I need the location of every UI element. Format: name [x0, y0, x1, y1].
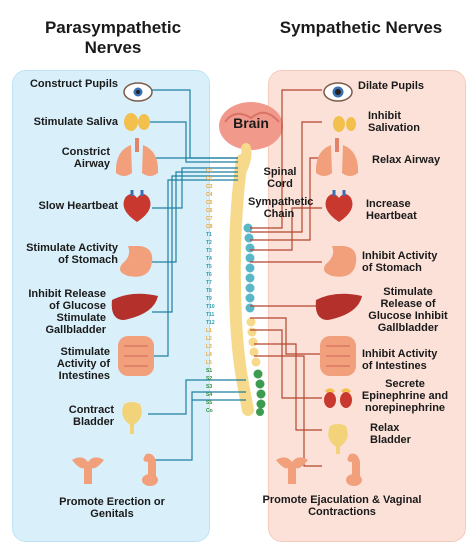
vertebra-label-t6: T6	[206, 272, 212, 278]
symp-label-stomach: Inhibit Activity of Stomach	[362, 250, 438, 274]
vertebra-label-l4: L4	[206, 352, 212, 358]
parasympathetic-lines	[148, 89, 246, 461]
para-label-saliva: Stimulate Saliva	[33, 116, 118, 128]
vertebra-label-s3: S3	[206, 384, 212, 390]
symp-label-epinephrine: Secrete Epinephrine and norepinephrine	[361, 378, 449, 414]
heart-icon	[123, 190, 151, 222]
intestines-icon	[320, 336, 356, 376]
eye-icon	[123, 82, 153, 102]
vertebra-label-s2: S2	[206, 376, 212, 382]
vertebra-label-s4: S4	[206, 392, 212, 398]
vertebra-label-c8: C8	[206, 224, 213, 230]
symp-label-airway: Relax Airway	[372, 154, 441, 166]
vertebra-label-c4: C4	[206, 192, 213, 198]
symp-label-pupils: Dilate Pupils	[358, 80, 425, 92]
saliva-glands-icon	[124, 113, 150, 131]
parasympathetic-title: Parasympathetic Nerves	[44, 18, 182, 57]
vertebra-label-t3: T3	[206, 248, 212, 254]
para-label-genitals: Promote Erection or Genitals	[59, 496, 165, 520]
para-label-stomach: Stimulate Activity of Stomach	[26, 242, 118, 266]
vertebra-label-c7: C7	[206, 216, 213, 222]
para-label-intestines: Stimulate Activity of Intestines	[56, 346, 110, 382]
vertebra-label-l5: L5	[206, 360, 212, 366]
symp-label-salivation: Inhibit Salivation	[368, 110, 420, 134]
stomach-icon	[324, 246, 357, 277]
vertebra-label-t11: T11	[206, 312, 215, 318]
symp-label-glucose: Stimulate Release of Glucose Inhibit Gal…	[368, 286, 448, 334]
stomach-icon	[120, 246, 153, 277]
female-reproductive-icon	[276, 457, 308, 484]
sympathetic-title: Sympathetic Nerves	[279, 18, 443, 37]
bladder-icon	[328, 424, 348, 454]
spinal-cord	[228, 154, 254, 416]
lungs-icon	[115, 138, 159, 176]
saliva-glands-icon	[333, 116, 356, 132]
vertebra-label-t8: T8	[206, 288, 212, 294]
vertebra-label-c5: C5	[206, 200, 213, 206]
vertebra-label-t4: T4	[206, 256, 212, 262]
symp-label-intestines: Inhibit Activity of Intestines	[362, 348, 438, 372]
brain-label: Brain	[233, 115, 269, 131]
lungs-icon	[315, 138, 359, 176]
vertebra-label-c1: C1	[206, 168, 213, 174]
parasympathetic-panel	[12, 70, 210, 542]
para-label-bladder: Contract Bladder	[68, 404, 114, 428]
eye-icon	[323, 82, 353, 102]
symp-label-bladder: Relax Bladder	[370, 422, 411, 446]
sacral-chain	[253, 369, 266, 416]
female-reproductive-icon	[72, 457, 104, 484]
vertebra-label-s1: S1	[206, 368, 212, 374]
vertebra-labels: C1C2C3C4C5C6C7C8T1T2T3T4T5T6T7T8T9T10T11…	[206, 168, 215, 414]
liver-icon	[315, 293, 362, 320]
vertebra-label-t2: T2	[206, 240, 212, 246]
vertebra-label-s5: S5	[206, 400, 212, 406]
symp-label-heartbeat: Increase Heartbeat	[366, 198, 417, 222]
lower-chain	[246, 317, 261, 367]
vertebra-label-c2: C2	[206, 176, 213, 182]
male-reproductive-icon	[346, 453, 362, 486]
vertebra-label-t5: T5	[206, 264, 212, 270]
sympathetic-chain	[243, 223, 255, 313]
intestines-icon	[118, 336, 154, 376]
vertebra-label-l3: L3	[206, 344, 212, 350]
vertebra-label-t1: T1	[206, 232, 212, 238]
vertebra-label-t7: T7	[206, 280, 212, 286]
sympathetic-chain-label: Sympathetic Chain	[248, 196, 314, 220]
sympathetic-lines	[250, 89, 322, 467]
symp-label-reproductive: Promote Ejaculation & Vaginal Contractio…	[262, 494, 422, 518]
para-label-pupils: Construct Pupils	[29, 78, 118, 90]
adrenal-glands-icon	[324, 388, 352, 408]
vertebra-label-t10: T10	[206, 304, 215, 310]
spinal-cord-label: Spinal Cord	[263, 166, 297, 190]
heart-icon	[325, 190, 353, 222]
vertebra-label-co: Co	[206, 408, 213, 414]
para-label-airway: Constrict Airway	[61, 146, 110, 170]
para-label-heartbeat: Slow Heartbeat	[38, 200, 118, 212]
vertebra-label-t9: T9	[206, 296, 212, 302]
bladder-icon	[122, 402, 142, 434]
vertebra-label-c6: C6	[206, 208, 213, 214]
vertebra-label-c3: C3	[206, 184, 213, 190]
vertebra-label-t12: T12	[206, 320, 215, 326]
vertebra-label-l2: L2	[206, 336, 212, 342]
male-reproductive-icon	[142, 453, 158, 486]
vertebra-label-l1: L1	[206, 328, 212, 334]
para-label-glucose: Inhibit Release of Glucose Stimulate Gal…	[28, 288, 106, 336]
liver-icon	[111, 293, 158, 320]
